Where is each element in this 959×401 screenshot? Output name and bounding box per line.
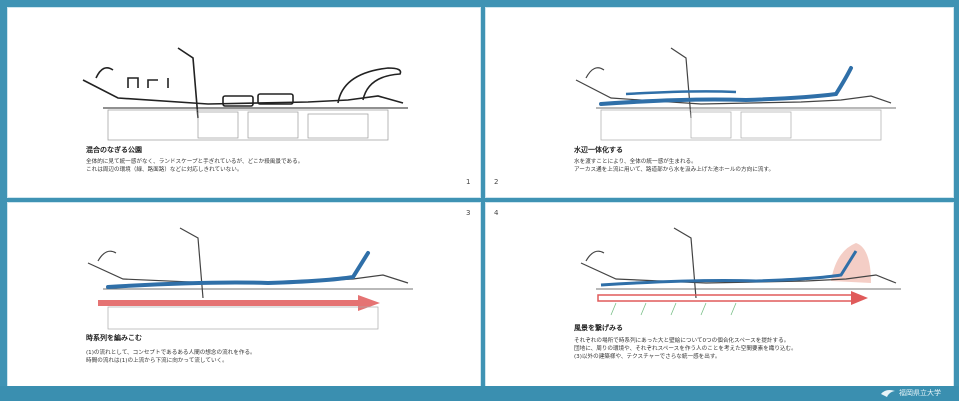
panel-4: 風景を繋げみる それぞれの場所で時系列にあった大と壁絵について0つの個合化スペー… — [485, 202, 954, 387]
panel-description: それぞれの場所で時系列にあった大と壁絵について0つの個合化スペースを提計する。 … — [574, 338, 797, 360]
university-logo: 福岡県立大学 — [881, 386, 941, 399]
panel-heading: 風景を繋げみる — [574, 324, 623, 332]
panel-3: 時系列を編みこむ (1)の流れとして、コンセプトであるある人間の想念の流れを作る… — [7, 202, 481, 387]
panel-description: 水を渡すことにより、全体の統一感が生まれる。 アーカス通を上流に用いて、路道部か… — [574, 159, 775, 173]
panel-heading: 水辺一体化する — [574, 146, 623, 154]
logo-text: 福岡県立大学 — [899, 388, 941, 397]
footer-bar — [0, 386, 959, 401]
panel-heading: 混合のなぎる公園 — [86, 146, 142, 154]
site-section-sketch — [580, 227, 901, 316]
panel-number: 3 — [466, 209, 471, 217]
bird-logo-icon — [881, 389, 895, 397]
panel-description: (1)の流れとして、コンセプトであるある人間の想念の流れを作る。 時間の流れは(… — [86, 350, 256, 364]
site-section-sketch — [82, 47, 408, 141]
panel-heading: 時系列を編みこむ — [86, 334, 142, 342]
panel-number: 2 — [494, 178, 499, 186]
panel-2: 水辺一体化する 水を渡すことにより、全体の統一感が生まれる。 アーカス通を上流に… — [485, 7, 954, 198]
site-section-sketch — [87, 227, 413, 330]
panel-number: 1 — [466, 178, 471, 186]
panel-number: 4 — [494, 209, 499, 217]
panel-description: 全体的に見て統一感がなく、ランドスケープと手ぎれているが、どこか殺風景である。 … — [86, 159, 304, 173]
panel-1: 混合のなぎる公園 全体的に見て統一感がなく、ランドスケープと手ぎれているが、どこ… — [7, 7, 481, 198]
site-section-sketch — [575, 47, 896, 141]
